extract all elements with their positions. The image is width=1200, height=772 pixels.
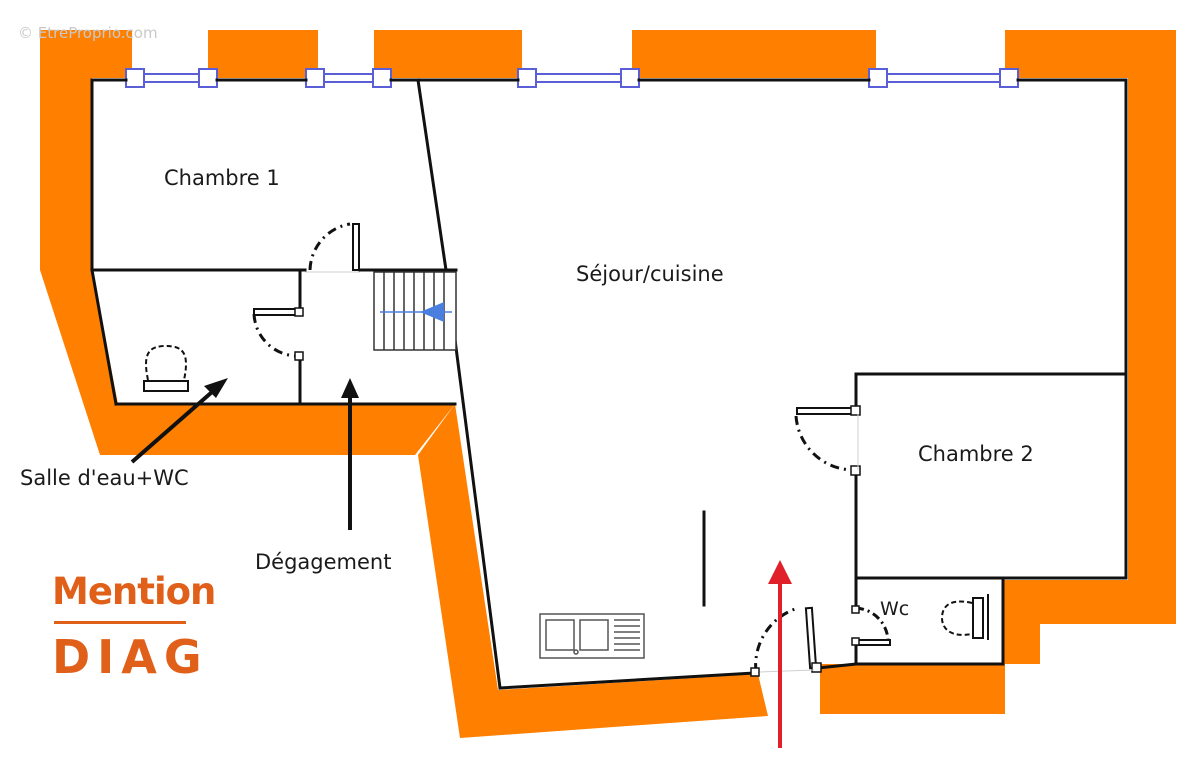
callout-label-degagement: Dégagement: [255, 550, 392, 574]
hinge: [851, 605, 860, 614]
window-post: [517, 68, 537, 88]
arrow-salle-eau-shaft: [130, 390, 214, 464]
wall-top-block-3: [632, 30, 876, 78]
window-post: [868, 68, 888, 88]
kitchen-sink-icon: [539, 613, 645, 659]
exterior-walls: [40, 30, 1176, 738]
logo-line-2: DIAG: [52, 630, 209, 684]
windows: [125, 68, 1019, 88]
wall-right-section: [1003, 30, 1176, 664]
entry-right-wall: [816, 662, 858, 670]
logo-line-1: Mention: [52, 570, 216, 613]
door-entry-leaf: [804, 606, 818, 670]
toilet-wc-icon: [940, 594, 989, 640]
window-post: [620, 68, 640, 88]
hinge: [294, 307, 304, 317]
door-wc-swing-icon: [855, 606, 890, 641]
staircase: [373, 271, 457, 351]
wall-top-block-1: [208, 30, 318, 78]
window-post: [999, 68, 1019, 88]
wall-top-block-2: [374, 30, 522, 78]
door-bath-leaf: [253, 308, 299, 316]
door-entry-swing-icon: [754, 606, 799, 673]
wall-bottom-right: [820, 612, 1040, 714]
stair-direction-arrow-icon: [420, 302, 444, 322]
thresholds: [305, 271, 859, 673]
callout-label-salle-eau: Salle d'eau+WC: [20, 466, 189, 490]
door-chambre2-swing-icon: [794, 415, 855, 472]
entry-arrow-head-icon: [768, 560, 792, 584]
door-wc-leaf: [855, 639, 891, 646]
interior-walls: [90, 78, 1128, 690]
window-post: [198, 68, 218, 88]
hinge: [850, 405, 861, 416]
hinge: [811, 662, 822, 673]
partition-chambre1-sejour: [416, 78, 448, 272]
toilet-bath-icon: [143, 344, 189, 392]
arrow-salle-eau-head-icon: [204, 378, 228, 398]
wall-bottom-center: [418, 404, 768, 738]
window-post: [305, 68, 325, 88]
hinge: [851, 637, 860, 646]
arrow-degagement-head-icon: [341, 378, 359, 398]
sejour-bottom-wall: [498, 671, 757, 690]
left-diagonal-wall: [90, 268, 118, 406]
wall-left-section: [40, 30, 455, 455]
callout-arrows: [130, 378, 359, 530]
door-chambre1-leaf: [352, 223, 360, 271]
room-label-wc: Wc: [880, 598, 910, 620]
room-label-chambre-2: Chambre 2: [918, 442, 1034, 466]
room-label-sejour-cuisine: Séjour/cuisine: [576, 262, 724, 286]
window-post: [372, 68, 392, 88]
logo-divider: [54, 621, 186, 624]
window-post: [125, 68, 145, 88]
watermark: © EtreProprio.com: [18, 24, 158, 42]
hinge: [294, 351, 304, 361]
room-label-chambre-1: Chambre 1: [164, 166, 280, 190]
doors: [252, 222, 891, 673]
door-chambre1-swing-icon: [308, 222, 351, 271]
hinges: [294, 307, 861, 677]
door-bath-swing-icon: [252, 313, 299, 358]
hinge: [750, 667, 760, 677]
door-chambre2-leaf: [796, 407, 855, 415]
entry-arrow: [768, 560, 792, 748]
hinge: [850, 465, 861, 476]
